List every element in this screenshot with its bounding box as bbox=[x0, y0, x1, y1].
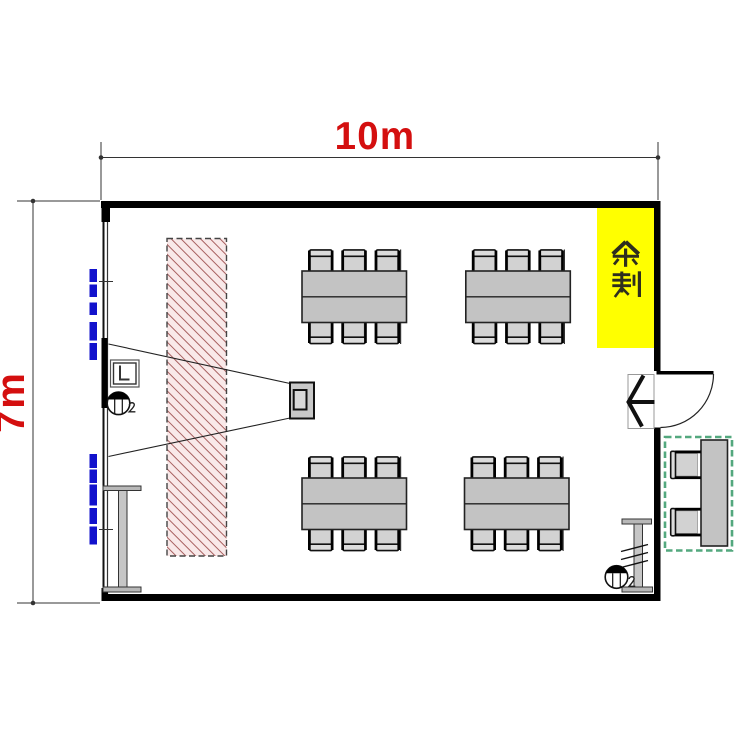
svg-text:10m: 10m bbox=[335, 115, 416, 158]
svg-text:7m: 7m bbox=[0, 371, 33, 433]
